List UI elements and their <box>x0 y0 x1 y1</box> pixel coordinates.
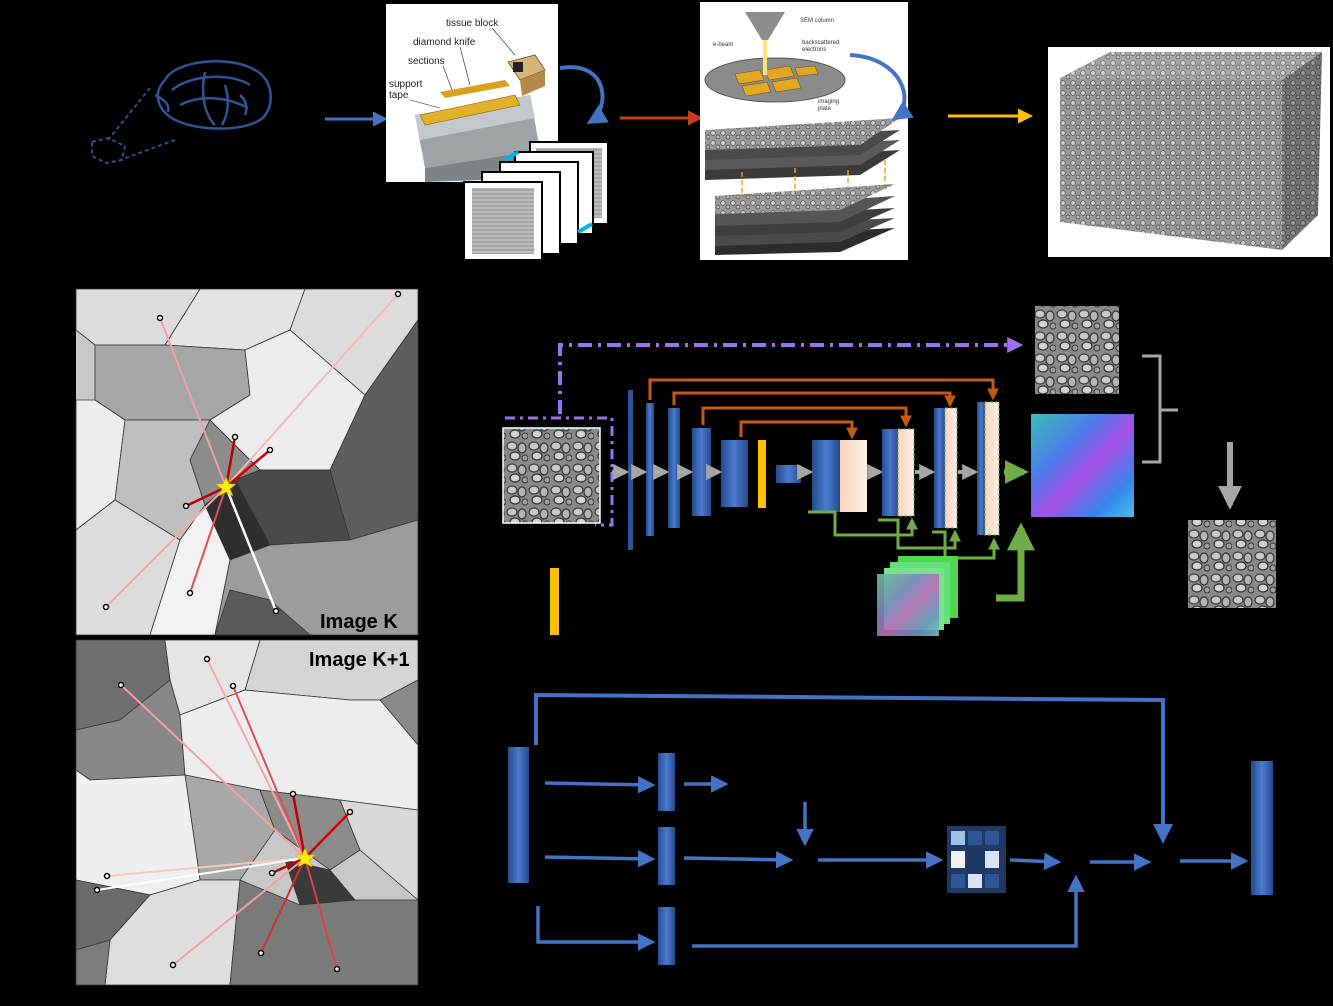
decoder-concat-1 <box>840 440 867 512</box>
dashed-skip-purple <box>558 337 1024 414</box>
voronoi-image-k: Image K <box>75 288 419 636</box>
label-support: support <box>389 79 423 90</box>
encoder-layer-5 <box>721 440 748 507</box>
encoder-layer-2 <box>646 403 654 536</box>
branch-block-2 <box>658 827 675 885</box>
warped-em-output <box>1188 520 1276 608</box>
flow-field-stack <box>877 556 958 636</box>
output-flow-field <box>1031 414 1134 517</box>
long-skip-line <box>534 692 1173 844</box>
orange-skip-connections <box>648 378 999 440</box>
sem-diagram: SEM column e-beam backscattered electron… <box>700 2 908 260</box>
label-diamond-knife: diamond knife <box>413 37 476 48</box>
imaging-plate <box>704 57 846 103</box>
decoder-concat-4 <box>984 401 1000 536</box>
label-sem-column: SEM column <box>800 18 834 24</box>
panel-d-block-diagram <box>508 692 1273 965</box>
encoder-layer-4 <box>692 428 711 516</box>
label-sections: sections <box>408 56 445 67</box>
output-bracket <box>1142 354 1178 464</box>
label-tape: tape <box>389 90 409 101</box>
panel-b: Image K <box>75 288 419 986</box>
curved-arrow-1 <box>559 65 609 125</box>
voronoi-image-k1: Image K+1 <box>75 639 419 986</box>
encoder-layer-3 <box>668 408 680 528</box>
match-lines-k <box>105 293 399 612</box>
output-em-reconstruction <box>1035 306 1119 394</box>
brain-sketch-icon <box>154 60 272 130</box>
brain-zoom-lines <box>91 87 176 164</box>
support-tape <box>419 94 521 126</box>
panel-c-unet <box>502 306 1276 636</box>
star-icon <box>294 847 316 868</box>
green-up-arrow <box>996 522 1035 602</box>
wafer-image <box>472 188 534 254</box>
label-backscattered: backscattered <box>802 40 839 46</box>
star-icon <box>215 476 237 497</box>
branch-block-1 <box>658 753 675 811</box>
blue-flow-arrows <box>536 775 1249 951</box>
panel-a: tissue block diamond knife sections supp… <box>91 2 1330 261</box>
output-block <box>1251 761 1273 895</box>
bottleneck-block <box>776 465 801 483</box>
decoder-concat-3 <box>944 407 958 529</box>
match-lines-k1 <box>96 658 351 970</box>
keypoints-k1 <box>93 655 354 973</box>
label-tissue-block: tissue block <box>446 18 499 29</box>
wafer-stack <box>463 141 609 261</box>
attention-matrix-icon <box>947 826 1006 893</box>
decoder-concat-2 <box>897 428 915 517</box>
branch-block-3 <box>658 907 675 965</box>
sem-column <box>745 12 785 40</box>
label-electrons: electrons <box>802 47 826 53</box>
image-k-label: Image K <box>320 611 398 633</box>
encoder-layer-1 <box>628 390 633 550</box>
image-stack-top <box>705 118 900 180</box>
label-e-beam: e-beam <box>713 42 733 48</box>
green-skip-connections <box>808 510 1000 560</box>
curved-arrow-2 <box>849 53 914 121</box>
em-volume-cube <box>1048 47 1330 257</box>
label-imaging: imaging <box>818 99 839 105</box>
input-em-tile <box>502 427 601 524</box>
legend-yellow-bar <box>550 568 559 635</box>
label-plate: plate <box>818 106 832 112</box>
input-block <box>508 747 529 883</box>
image-stack-bottom <box>715 184 895 255</box>
bottleneck-marker <box>758 440 766 508</box>
knife-blade <box>440 80 510 98</box>
image-k1-label: Image K+1 <box>309 649 410 671</box>
keypoints-k <box>102 290 402 615</box>
